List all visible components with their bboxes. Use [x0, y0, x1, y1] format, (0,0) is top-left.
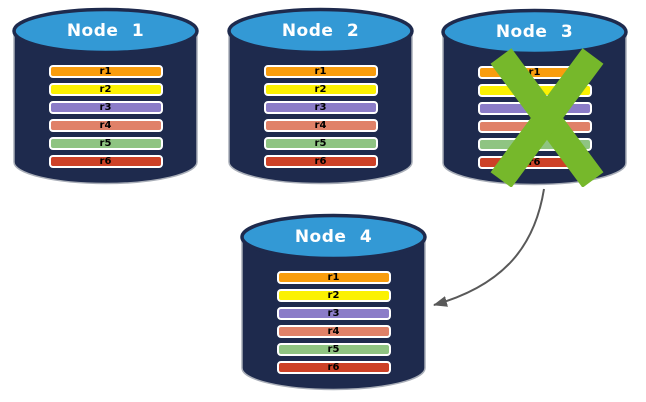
node-title: Node 2 [281, 21, 360, 41]
replica-rows: r1 r2 r3 r4 r5 r6 [276, 271, 391, 374]
arrow-path [433, 188, 545, 307]
replica-row-r4: r4 [263, 119, 378, 132]
replica-row-label: r3 [99, 102, 112, 113]
replica-row-label: r1 [528, 67, 541, 78]
node-title: Node 3 [495, 22, 574, 42]
replica-row-r1: r1 [276, 271, 391, 284]
replica-row-label: r6 [99, 156, 112, 167]
replica-row-label: r5 [528, 139, 541, 150]
replica-row-label: r1 [327, 272, 340, 283]
replica-row-r3: r3 [477, 102, 592, 115]
replica-row-r6: r6 [276, 361, 391, 374]
replica-row-label: r6 [327, 362, 340, 373]
replica-row-label: r6 [314, 156, 327, 167]
replica-row-label: r4 [327, 326, 340, 337]
replica-row-label: r5 [99, 138, 112, 149]
replica-row-label: r4 [99, 120, 112, 131]
replica-rows: r1 r2 r3 r4 r5 r6 [477, 66, 592, 169]
replica-row-r4: r4 [48, 119, 163, 132]
replica-row-label: r6 [528, 157, 541, 168]
replica-row-r2: r2 [477, 84, 592, 97]
replica-row-label: r3 [314, 102, 327, 113]
replica-row-r6: r6 [477, 156, 592, 169]
replica-row-r3: r3 [276, 307, 391, 320]
replica-row-r4: r4 [477, 120, 592, 133]
replica-row-r3: r3 [48, 101, 163, 114]
replica-row-label: r2 [99, 84, 112, 95]
replica-row-r1: r1 [477, 66, 592, 79]
cylinder-top [240, 213, 427, 261]
replica-row-label: r2 [327, 290, 340, 301]
replica-row-label: r5 [314, 138, 327, 149]
node-title: Node 1 [66, 21, 145, 41]
replica-row-r5: r5 [48, 137, 163, 150]
replica-row-r6: r6 [263, 155, 378, 168]
replica-row-r6: r6 [48, 155, 163, 168]
replica-row-label: r2 [314, 84, 327, 95]
replica-row-r2: r2 [48, 83, 163, 96]
replica-row-label: r2 [528, 85, 541, 96]
replica-row-label: r5 [327, 344, 340, 355]
replica-row-r5: r5 [477, 138, 592, 151]
replica-row-r1: r1 [263, 65, 378, 78]
replica-row-r4: r4 [276, 325, 391, 338]
cylinder-top [227, 7, 414, 55]
replica-row-label: r1 [99, 66, 112, 77]
replica-row-r5: r5 [263, 137, 378, 150]
replica-row-r1: r1 [48, 65, 163, 78]
node-3: Node 3 r1 r2 r3 r4 r5 r6 [441, 8, 628, 187]
replica-row-r2: r2 [276, 289, 391, 302]
replica-row-label: r3 [528, 103, 541, 114]
node-title: Node 4 [294, 227, 373, 247]
replica-row-label: r1 [314, 66, 327, 77]
replica-row-label: r4 [314, 120, 327, 131]
replica-row-r5: r5 [276, 343, 391, 356]
replica-row-r3: r3 [263, 101, 378, 114]
replica-row-label: r4 [528, 121, 541, 132]
node-1: Node 1 r1 r2 r3 r4 r5 r6 [12, 7, 199, 186]
replica-row-r2: r2 [263, 83, 378, 96]
node-4: Node 4 r1 r2 r3 r4 r5 r6 [240, 213, 427, 392]
replica-rows: r1 r2 r3 r4 r5 r6 [263, 65, 378, 168]
replica-rows: r1 r2 r3 r4 r5 r6 [48, 65, 163, 168]
cylinder-top [12, 7, 199, 55]
node-2: Node 2 r1 r2 r3 r4 r5 r6 [227, 7, 414, 186]
replica-row-label: r3 [327, 308, 340, 319]
